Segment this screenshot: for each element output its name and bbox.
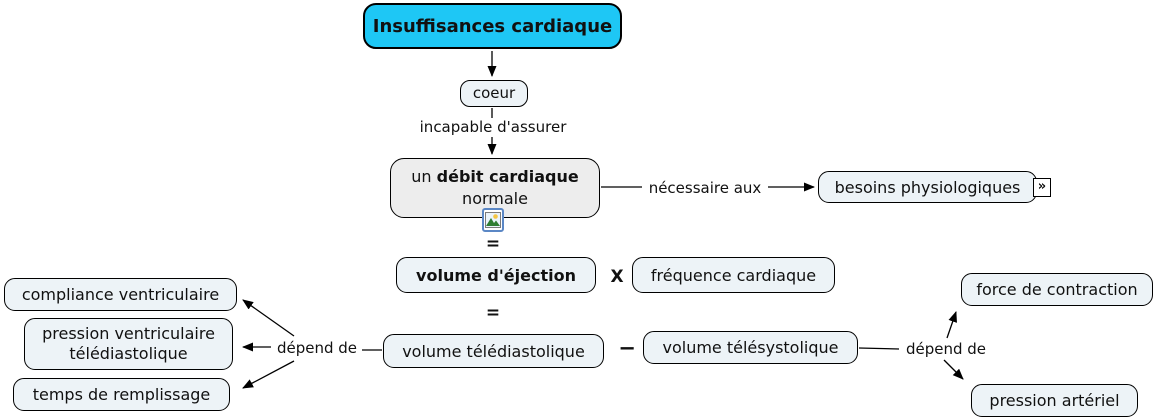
node-besoins-physiologiques[interactable]: besoins physiologiques [818,171,1037,203]
node-force-de-contraction[interactable]: force de contraction [961,273,1153,306]
link-phrase-minus[interactable]: − [612,336,642,360]
link-phrase-depend-de-left[interactable]: dépend de [272,339,362,357]
edge-vts-depend [858,347,900,350]
node-temps-de-remplissage[interactable]: temps de remplissage [13,378,230,411]
node-volume-telesystolique[interactable]: volume télésystolique [643,331,858,364]
node-compliance-ventriculaire[interactable]: compliance ventriculaire [4,278,237,311]
link-phrase-equals-2[interactable]: = [478,303,508,323]
edge-depend-compliance [242,299,295,337]
link-phrase-incapable-d-assurer[interactable]: incapable d'assurer [413,118,573,136]
edge-depend-force [946,311,957,339]
pvt-lines: pression ventriculaire télédiastolique [42,324,215,363]
link-phrase-equals-1[interactable]: = [478,234,508,254]
debit-line2: normale [462,189,528,208]
debit-bold-text: débit cardiaque [436,167,579,186]
link-phrase-necessaire-aux[interactable]: nécessaire aux [643,179,767,197]
node-frequence-cardiaque[interactable]: fréquence cardiaque [632,257,835,293]
node-coeur[interactable]: coeur [460,80,528,107]
link-phrase-depend-de-right[interactable]: dépend de [900,340,992,358]
linked-map-icon[interactable]: » [1033,178,1051,197]
image-resource-icon[interactable] [482,208,504,232]
edge-depend-temps [242,360,295,389]
node-insuffisances-cardiaque[interactable]: Insuffisances cardiaque [363,3,622,49]
picture-glyph [485,212,501,228]
node-pression-ventriculaire-telediastolique[interactable]: pression ventriculaire télédiastolique [24,318,233,370]
node-volume-telediastolique[interactable]: volume télédiastolique [383,334,604,368]
edge-depend-part [943,359,964,380]
debit-line1: un débit cardiaque [411,167,579,186]
node-volume-ejection[interactable]: volume d'éjection [396,257,596,293]
node-pression-arteriel[interactable]: pression artériel [971,384,1138,417]
link-phrase-multiply[interactable]: X [603,267,631,287]
